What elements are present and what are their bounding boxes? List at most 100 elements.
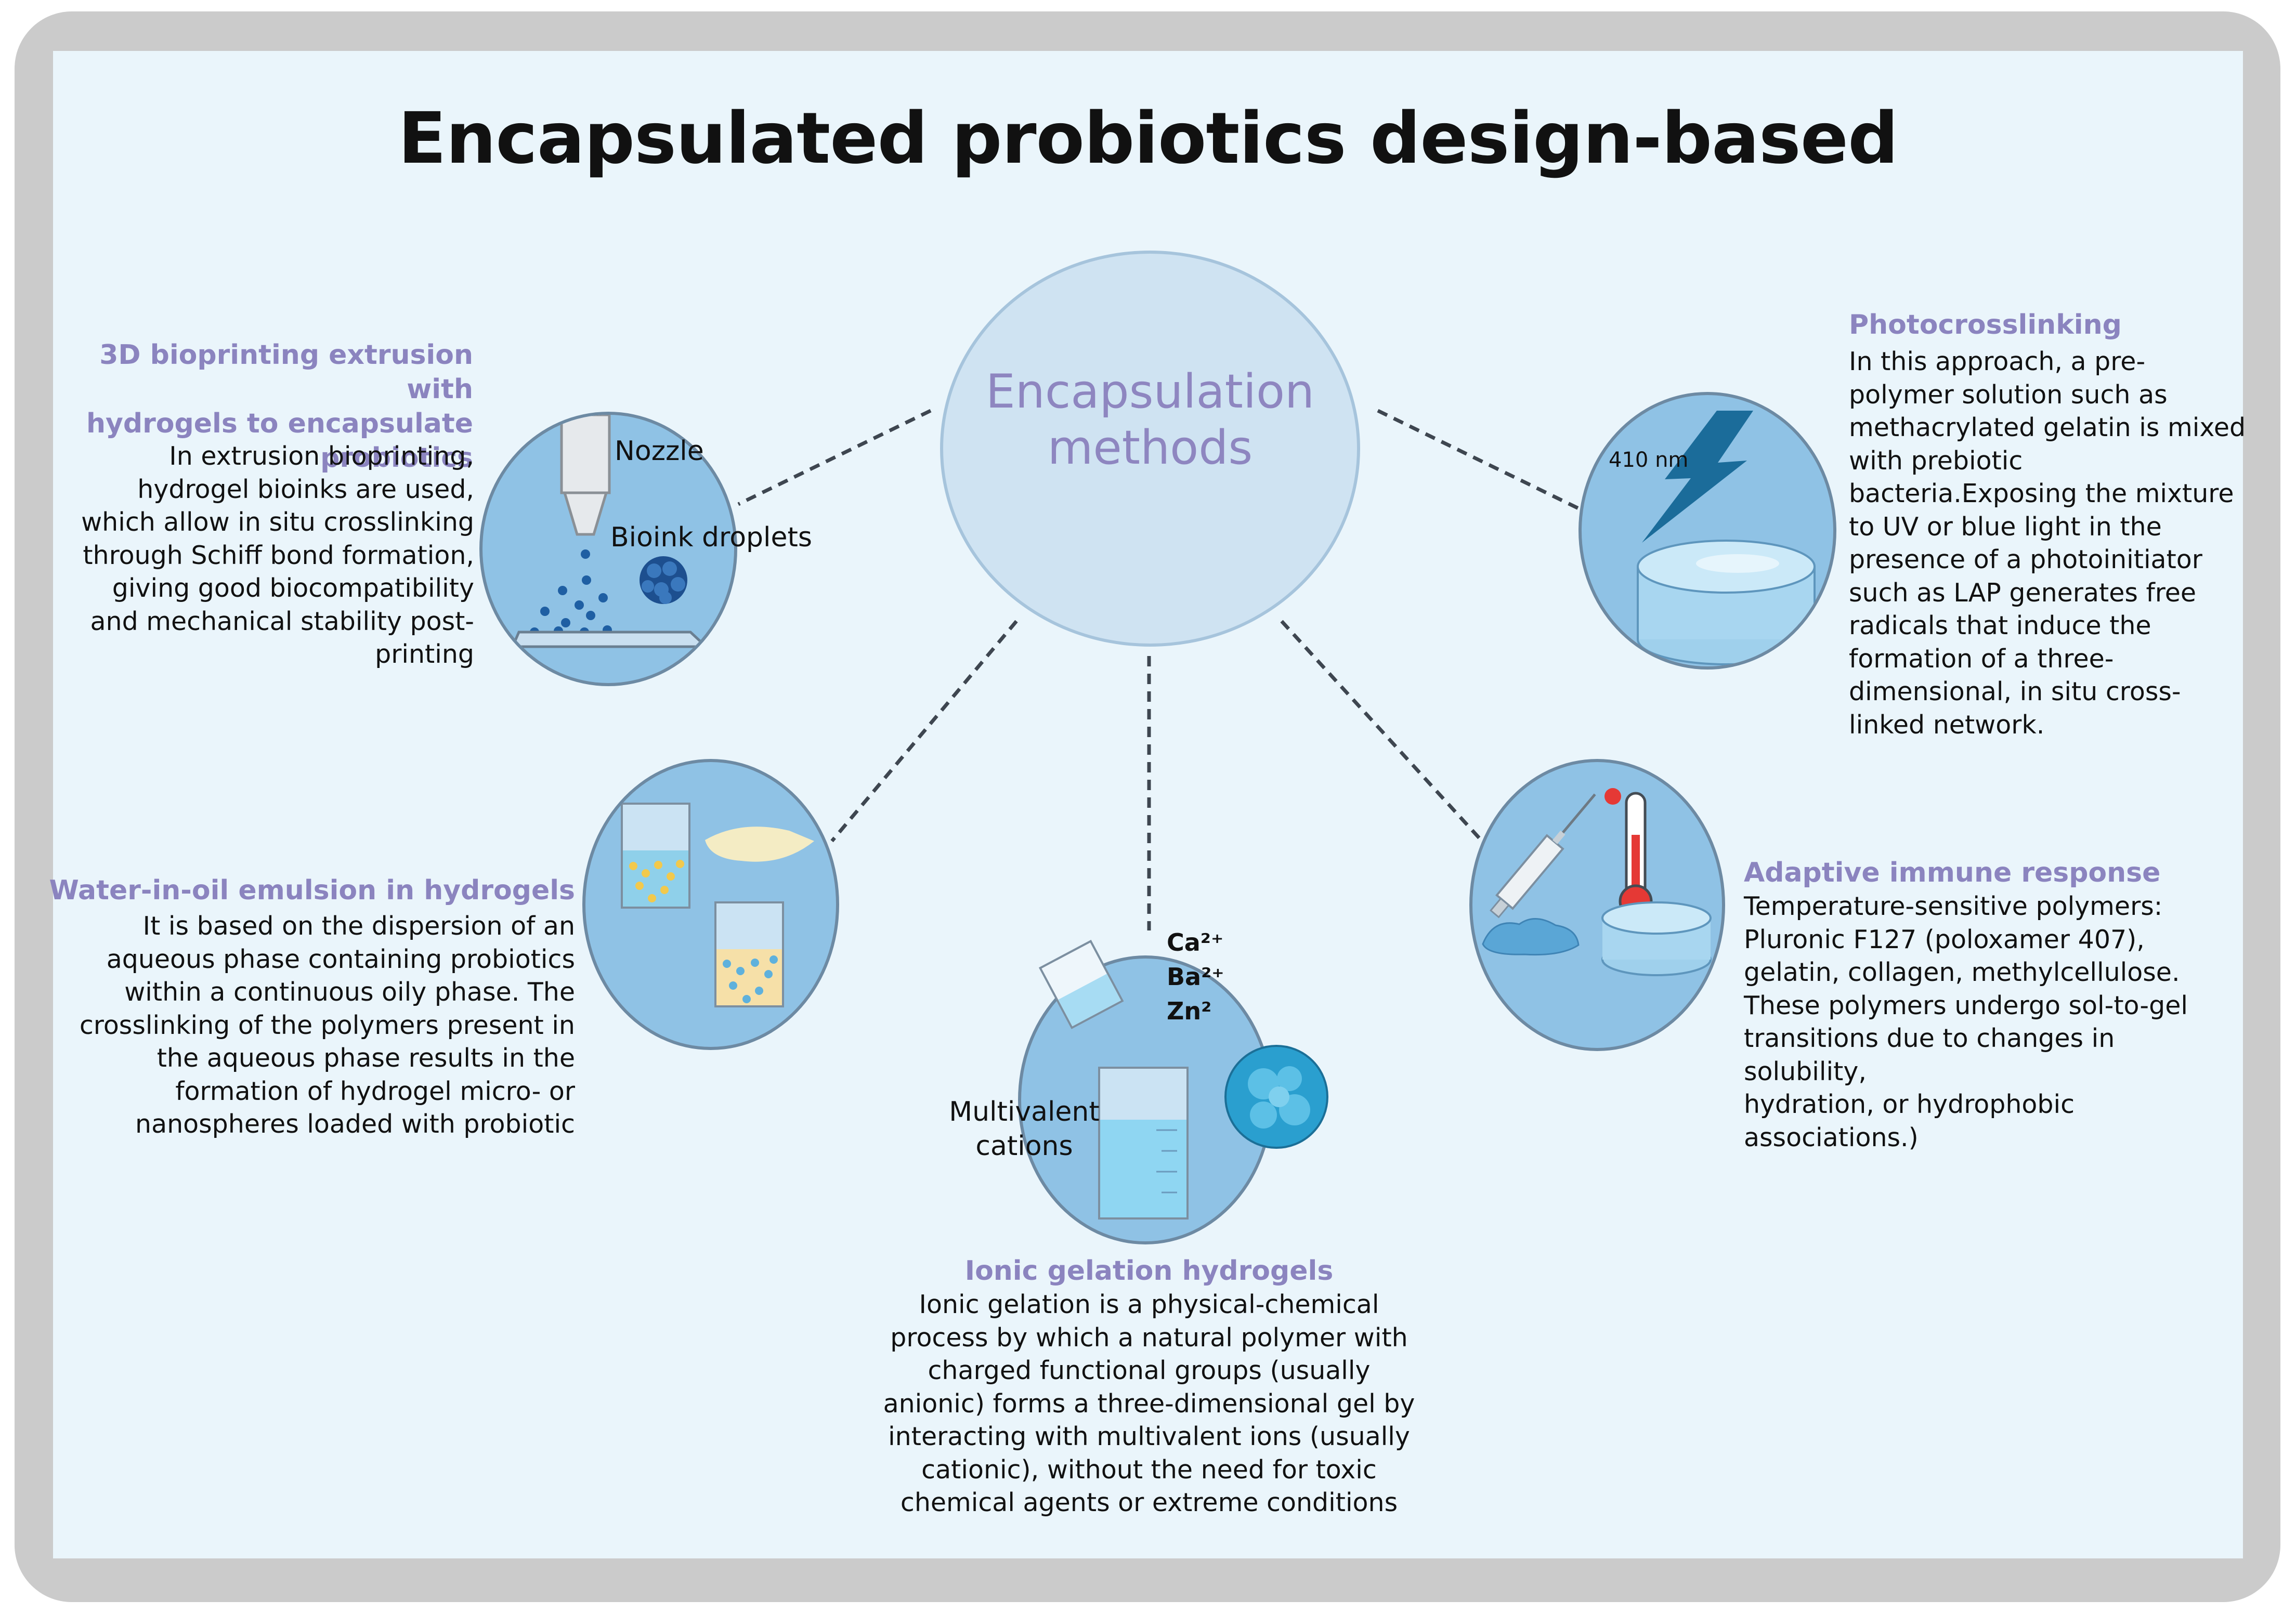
cations-label: Multivalent cations — [920, 1095, 1128, 1163]
connector-bioprinting — [737, 409, 932, 506]
photocrosslinking-circle — [1578, 392, 1836, 670]
oil-powder-icon — [705, 827, 814, 862]
heading-line: Water-in-oil emulsion in hydrogels — [49, 875, 576, 906]
body-line: which allow in situ crosslinking — [81, 507, 474, 537]
body-line: cationic), without the need for toxic — [921, 1454, 1377, 1485]
page-title: Encapsulated probiotics design-based — [398, 98, 1899, 180]
syringe-icon — [1490, 793, 1596, 919]
bioprinting-body: In extrusion bioprinting, hydrogel bioin… — [31, 440, 474, 671]
bioprinting-circle — [479, 412, 737, 686]
photocrosslinking-body: In this approach, a pre- polymer solutio… — [1849, 345, 2249, 741]
center-label: Encapsulation methods — [940, 364, 1360, 476]
ionic-body: Ionic gelation is a physical-chemical pr… — [811, 1288, 1487, 1519]
print-bed-icon — [511, 631, 710, 648]
body-line: gelatin, collagen, methylcellulose. — [1744, 958, 2180, 987]
beaker-icon — [714, 901, 784, 1007]
body-line: anionic) forms a three-dimensional gel b… — [883, 1388, 1415, 1419]
body-line: charged functional groups (usually — [928, 1356, 1371, 1385]
body-line: hydration, or hydrophobic — [1744, 1090, 2075, 1119]
body-line: presence of a photoinitiator — [1849, 545, 2202, 574]
body-line: Ionic gelation is a physical-chemical — [919, 1290, 1379, 1319]
thermometer-icon — [1604, 788, 1653, 919]
body-line: printing — [375, 639, 474, 669]
nozzle-label: Nozzle — [615, 436, 704, 467]
gel-bead-icon — [1224, 1045, 1328, 1149]
ion-label-line: Zn² — [1167, 997, 1212, 1025]
center-label-line2: methods — [1047, 421, 1253, 475]
thermo-circle — [1469, 759, 1725, 1051]
body-line: such as LAP generates free — [1849, 578, 2197, 608]
ion-label-line: Ba²⁺ — [1167, 963, 1224, 991]
hydrogel-disc-icon — [1601, 901, 1712, 976]
body-line: linked network. — [1849, 710, 2045, 740]
thermo-body: Temperature-sensitive polymers: Pluronic… — [1744, 890, 2243, 1154]
emulsion-circle — [582, 759, 839, 1050]
heading-line: probiotics — [320, 442, 473, 474]
body-line: dimensional, in situ cross- — [1849, 677, 2181, 706]
droplets-icon — [530, 549, 612, 637]
nozzle-tip-icon — [563, 491, 608, 536]
gel-puddle-icon — [1482, 918, 1580, 956]
body-line: bacteria.Exposing the mixture — [1849, 479, 2234, 508]
body-line: with prebiotic — [1849, 445, 2023, 476]
body-line: These polymers undergo sol-to-gel — [1744, 990, 2188, 1020]
body-line: In extrusion bioprinting, — [169, 441, 474, 471]
body-line: In this approach, a pre- — [1849, 347, 2146, 376]
center-label-line1: Encapsulation — [985, 364, 1315, 419]
wavelength-label: 410 nm — [1609, 448, 1689, 472]
photocrosslinking-illustration — [1637, 411, 1816, 665]
body-line: It is based on the dispersion of an — [142, 911, 575, 941]
body-line: interacting with multivalent ions (usual… — [888, 1422, 1410, 1451]
lightning-icon — [1642, 411, 1753, 543]
body-line: within a continuous oily phase. The — [124, 977, 575, 1007]
body-line: Pluronic F127 (poloxamer 407), — [1744, 924, 2145, 954]
body-line: to UV or blue light in the — [1849, 512, 2162, 542]
center-circle — [940, 251, 1360, 647]
droplets-label: Bioink droplets — [610, 522, 812, 553]
thermo-illustration — [1482, 788, 1712, 976]
body-line: radicals that induce the — [1849, 611, 2151, 640]
body-line: transitions due to changes in solubility… — [1744, 1024, 2115, 1086]
ionic-heading: Ionic gelation hydrogels — [837, 1254, 1461, 1288]
ion-label-line: Ca²⁺ — [1167, 928, 1224, 956]
cations-label-line: Multivalent — [949, 1096, 1100, 1127]
beaker-icon — [621, 803, 690, 909]
body-line: associations.) — [1744, 1122, 1919, 1152]
beaker-icon — [1098, 1067, 1189, 1219]
emulsion-illustration — [621, 803, 814, 1007]
body-line: formation of a three- — [1849, 644, 2114, 674]
heading-line: Adaptive immune response — [1744, 857, 2161, 888]
heading-line: Photocrosslinking — [1849, 309, 2122, 340]
connector-emulsion — [830, 620, 1018, 843]
body-line: giving good biocompatibility — [112, 573, 474, 603]
body-line: process by which a natural polymer with — [890, 1322, 1408, 1353]
body-line: and mechanical stability post- — [90, 606, 475, 636]
connector-photocrosslinking — [1377, 409, 1582, 512]
emulsion-body: It is based on the dispersion of an aque… — [31, 910, 575, 1141]
printed-aggregate-icon — [640, 556, 687, 604]
heading-line: hydrogels to encapsulate — [86, 408, 473, 439]
bioprinting-heading: 3D bioprinting extrusion with hydrogels … — [31, 338, 473, 475]
ions-label: Ca²⁺ Ba²⁺ Zn² — [1167, 925, 1224, 1028]
nozzle-icon — [560, 415, 611, 494]
body-line: hydrogel bioinks are used, — [137, 474, 474, 504]
body-line: formation of hydrogel micro- or — [175, 1076, 575, 1106]
pouring-beaker-icon — [1038, 939, 1124, 1029]
body-line: Temperature-sensitive polymers: — [1744, 891, 2163, 921]
cations-label-line: cations — [975, 1131, 1073, 1162]
hydrogel-disc-icon — [1637, 540, 1816, 665]
body-line: crosslinking of the polymers present in — [79, 1010, 575, 1040]
ionic-illustration — [1098, 1067, 1189, 1219]
body-line: polymer solution such as — [1849, 379, 2168, 410]
body-line: chemical agents or extreme conditions — [900, 1488, 1398, 1517]
body-line: aqueous phase containing probiotics — [106, 944, 575, 974]
heading-line: Ionic gelation hydrogels — [964, 1255, 1334, 1287]
body-line: nanospheres loaded with probiotic — [135, 1109, 575, 1139]
bioprinting-illustration — [511, 415, 710, 648]
body-line: the aqueous phase results in the — [156, 1043, 575, 1073]
connector-thermo — [1280, 620, 1481, 840]
photocrosslinking-heading: Photocrosslinking — [1849, 308, 2244, 342]
emulsion-heading: Water-in-oil emulsion in hydrogels — [31, 873, 576, 908]
body-line: methacrylated gelatin is mixed — [1849, 413, 2246, 442]
